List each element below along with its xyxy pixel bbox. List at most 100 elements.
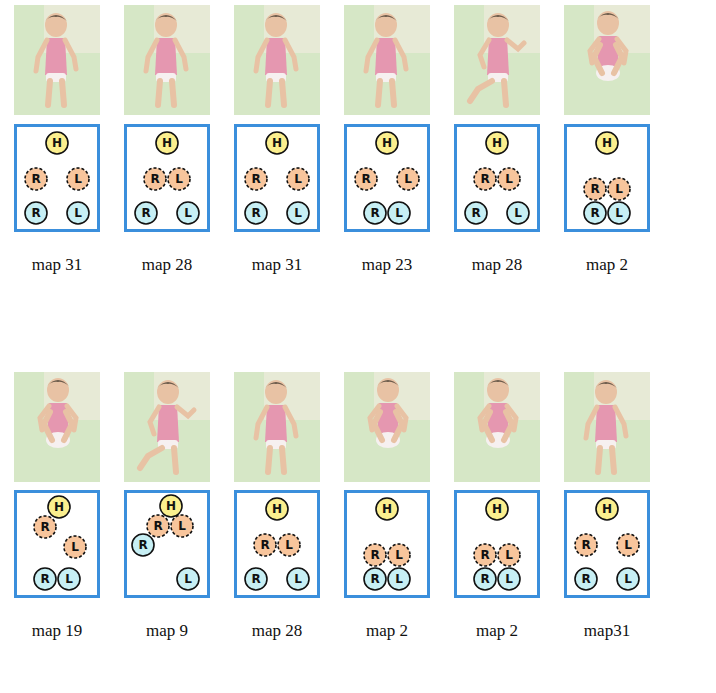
body-part-circle: H	[485, 497, 509, 521]
circle-shape	[507, 202, 529, 224]
body-part-circle: L	[497, 567, 521, 591]
body-part-circle: R	[363, 201, 387, 225]
circle-shape	[177, 202, 199, 224]
infant-photo	[124, 5, 210, 115]
body-part-circle: R	[473, 567, 497, 591]
circle-shape	[58, 568, 80, 590]
map-box: map 2HRLRL	[564, 124, 650, 232]
part-letter: H	[162, 137, 172, 149]
body-part-circle: R	[134, 201, 158, 225]
circle-shape	[245, 568, 267, 590]
part-letter: L	[624, 573, 632, 585]
part-letter: L	[395, 549, 403, 561]
circle-shape	[355, 168, 377, 190]
map-label: map 19	[32, 621, 83, 641]
circle-shape	[25, 168, 47, 190]
circle-shape	[376, 132, 398, 154]
part-letter: R	[480, 549, 489, 561]
circle-shape	[144, 168, 166, 190]
part-letter: H	[382, 137, 392, 149]
body-part-circle: L	[607, 177, 631, 201]
part-letter: H	[272, 503, 282, 515]
circle-shape	[364, 202, 386, 224]
part-letter: L	[184, 573, 192, 585]
circle-shape	[474, 568, 496, 590]
circle-shape	[171, 515, 193, 537]
body-part-circle: H	[47, 495, 71, 519]
body-part-circle: R	[583, 201, 607, 225]
part-letter: L	[175, 173, 183, 185]
part-letter: L	[74, 173, 82, 185]
infant-photo	[564, 372, 650, 482]
part-letter: L	[285, 539, 293, 551]
part-letter: L	[71, 541, 79, 553]
body-part-circle: R	[143, 167, 167, 191]
circle-shape	[376, 498, 398, 520]
circle-shape	[25, 202, 47, 224]
circle-shape	[287, 202, 309, 224]
circle-shape	[617, 534, 639, 556]
part-letter: R	[581, 573, 590, 585]
circle-shape	[147, 515, 169, 537]
part-letter: L	[294, 173, 302, 185]
circle-shape	[132, 534, 154, 556]
circle-shape	[596, 498, 618, 520]
part-letter: R	[31, 173, 40, 185]
circle-shape	[388, 544, 410, 566]
circle-shape	[287, 568, 309, 590]
body-part-circle: L	[616, 533, 640, 557]
body-part-circle: L	[497, 543, 521, 567]
circle-shape	[245, 202, 267, 224]
part-letter: R	[138, 539, 147, 551]
body-part-circle: L	[607, 201, 631, 225]
body-part-circle: R	[583, 177, 607, 201]
map-box: map 28HRLRL	[454, 124, 540, 232]
map-label: map 28	[472, 255, 523, 275]
body-part-circle: R	[253, 533, 277, 557]
circle-shape	[397, 168, 419, 190]
infant-photo	[14, 5, 100, 115]
part-letter: R	[150, 173, 159, 185]
part-letter: H	[52, 137, 62, 149]
part-letter: R	[40, 521, 49, 533]
infant-photo	[344, 5, 430, 115]
map-label: map 28	[252, 621, 303, 641]
circle-shape	[254, 534, 276, 556]
map-label: map31	[584, 621, 630, 641]
circle-shape	[245, 168, 267, 190]
circle-shape	[575, 568, 597, 590]
part-letter: R	[251, 573, 260, 585]
part-letter: L	[294, 573, 302, 585]
circle-shape	[584, 202, 606, 224]
part-letter: L	[624, 539, 632, 551]
circle-shape	[596, 132, 618, 154]
map-box: map 31HRLRL	[234, 124, 320, 232]
part-letter: R	[370, 573, 379, 585]
circle-shape	[160, 495, 182, 517]
circle-shape	[388, 202, 410, 224]
body-part-circle: R	[363, 543, 387, 567]
part-letter: L	[404, 173, 412, 185]
circle-shape	[364, 544, 386, 566]
map-label: map 28	[142, 255, 193, 275]
infant-photo	[454, 372, 540, 482]
circle-shape	[465, 202, 487, 224]
map-box: map 2HRLRL	[454, 490, 540, 598]
map-box: map 28HRLRL	[234, 490, 320, 598]
part-letter: L	[294, 207, 302, 219]
body-part-circle: R	[33, 567, 57, 591]
circle-shape	[266, 498, 288, 520]
body-part-circle: L	[176, 201, 200, 225]
body-part-circle: R	[574, 567, 598, 591]
map-label: map 2	[366, 621, 408, 641]
circle-shape	[266, 132, 288, 154]
body-part-circle: L	[396, 167, 420, 191]
circle-shape	[64, 536, 86, 558]
circle-shape	[498, 568, 520, 590]
circle-shape	[177, 568, 199, 590]
body-part-circle: L	[387, 567, 411, 591]
map-box: map 28HRLRL	[124, 124, 210, 232]
body-part-circle: L	[63, 535, 87, 559]
body-part-circle: H	[595, 131, 619, 155]
